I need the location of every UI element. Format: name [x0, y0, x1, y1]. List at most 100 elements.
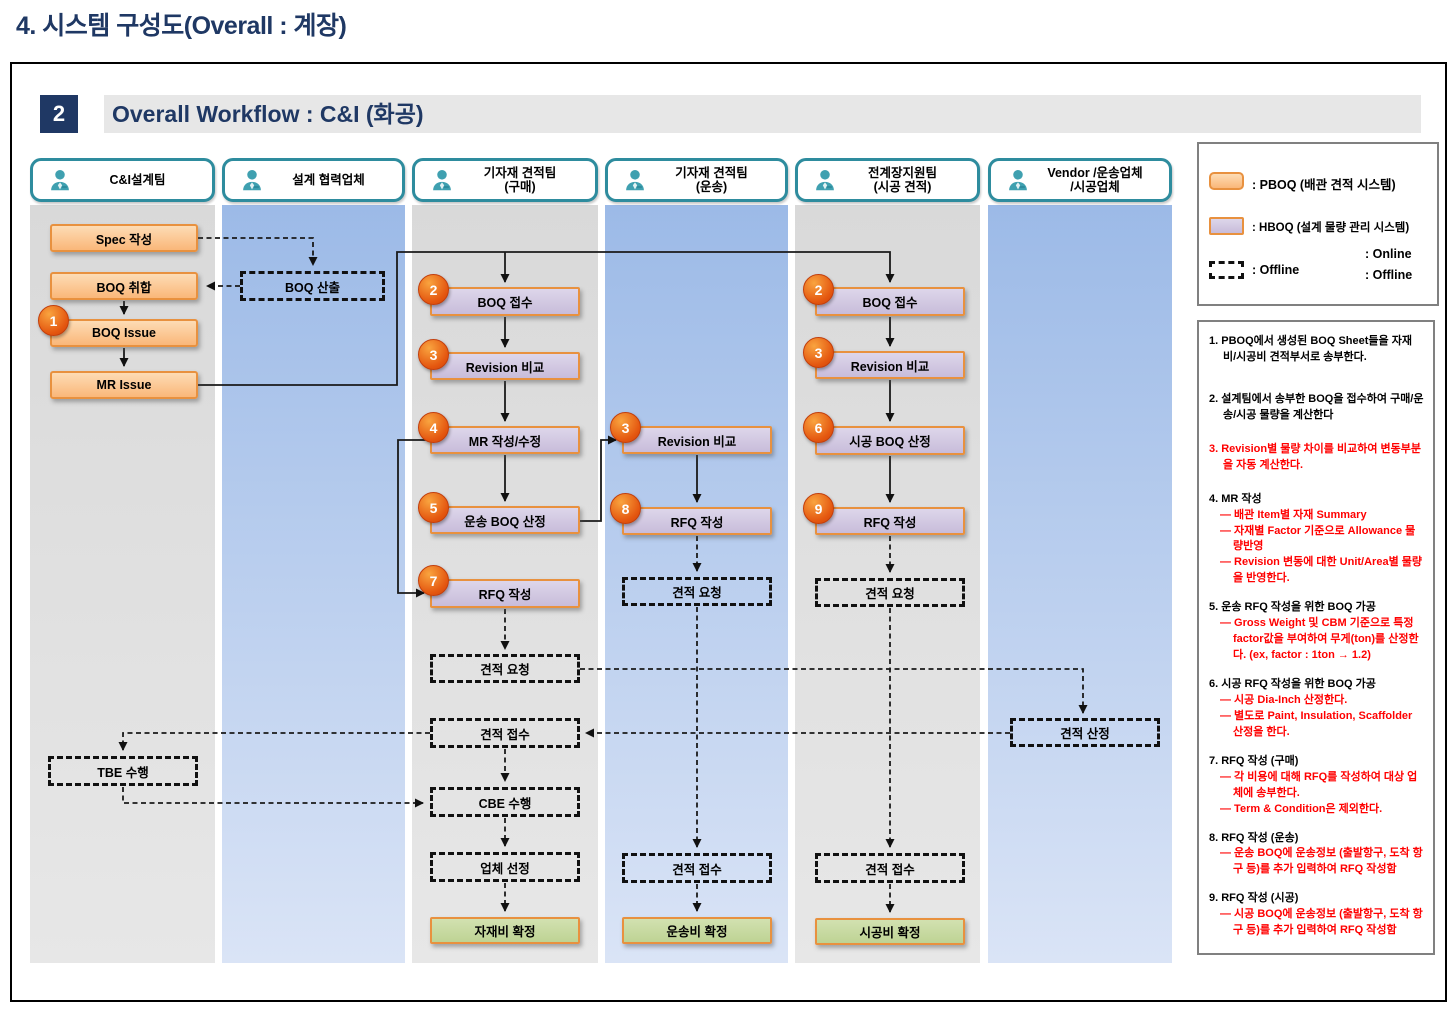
flow-box-p-quote-receive: 견적 접수 — [430, 718, 580, 748]
lane-header-ci-design: C&I설계팀 — [30, 158, 215, 202]
legend-hboq-label: : HBOQ (설계 물량 관리 시스템) — [1252, 222, 1410, 234]
flow-box-boq-calc: BOQ 산출 — [240, 271, 385, 301]
note-head: 6. 시공 RFQ 작성을 위한 BOQ 가공 — [1209, 678, 1376, 690]
step-badge-3b: 3 — [610, 412, 641, 443]
lane-header-shipping: 기자재 견적팀 (운송) — [605, 158, 788, 202]
flow-box-construction-cost-confirm: 시공비 확정 — [815, 918, 965, 945]
legend-pboq-swatch — [1209, 172, 1244, 190]
step-badge-2: 2 — [418, 274, 449, 305]
legend-offline-arrow-label: : Offline — [1365, 268, 1413, 282]
note-head: 4. MR 작성 — [1209, 492, 1262, 505]
lane-label: 설계 협력업체 — [292, 172, 365, 187]
note-bullet: — Term & Condition은 제외한다. — [1220, 802, 1383, 815]
step-badge-7: 7 — [418, 565, 449, 596]
step-badge-9: 9 — [803, 493, 834, 524]
note-head: 2. 설계팀에서 송부한 BOQ을 접수하여 구매/운송/시공 물량을 계산한다 — [1209, 392, 1424, 421]
lane-header-design-partner: 설계 협력업체 — [222, 158, 405, 202]
note-item: 1. PBOQ에서 생성된 BOQ Sheet들을 자재비/시공비 견적부서로 … — [1209, 334, 1425, 366]
flow-box-boq-issue: BOQ Issue — [50, 319, 198, 347]
note-bullet: — 운송 BOQ에 운송정보 (출발항구, 도착 항구 등)를 추가 입력하여 … — [1220, 847, 1423, 876]
flow-box-s-revision-compare: Revision 비교 — [622, 426, 772, 454]
person-icon — [243, 170, 261, 191]
lane-column-design-partner — [222, 205, 405, 963]
note-item: 6. 시공 RFQ 작성을 위한 BOQ 가공 — 시공 Dia-Inch 산정… — [1209, 677, 1425, 741]
flow-box-cbe: CBE 수행 — [430, 787, 580, 817]
note-item: 9. RFQ 작성 (시공) — 시공 BOQ에 운송정보 (출발항구, 도착 … — [1209, 891, 1425, 939]
flow-box-spec-create: Spec 작성 — [50, 224, 198, 252]
section-number-badge: 2 — [40, 95, 78, 133]
note-head: 7. RFQ 작성 (구매) — [1209, 754, 1299, 767]
section-header-strip — [104, 95, 1421, 133]
flow-box-c-boq-receive: BOQ 접수 — [815, 287, 965, 316]
step-badge-3: 3 — [418, 339, 449, 370]
note-item: 8. RFQ 작성 (운송) — 운송 BOQ에 운송정보 (출발항구, 도착 … — [1209, 831, 1425, 879]
step-badge-4: 4 — [418, 412, 449, 443]
flow-box-p-revision-compare: Revision 비교 — [430, 352, 580, 380]
note-item: 4. MR 작성 — 배관 Item별 자재 Summary — 자재별 Fac… — [1209, 492, 1425, 588]
legend-offline-box-swatch — [1209, 261, 1244, 279]
note-bullet: — 시공 Dia-Inch 산정한다. — [1220, 693, 1348, 706]
note-bullet: — 각 비용에 대해 RFQ를 작성하여 대상 업체에 송부한다. — [1220, 770, 1418, 799]
flow-box-boq-collect: BOQ 취합 — [50, 272, 198, 300]
person-icon — [816, 170, 834, 191]
step-badge-8: 8 — [610, 493, 641, 524]
lane-label: Vendor /운송업체 /시공업체 — [1047, 165, 1143, 194]
lane-header-procurement: 기자재 견적팀 (구매) — [412, 158, 598, 202]
step-badge-6: 6 — [803, 412, 834, 443]
flow-box-c-rfq: RFQ 작성 — [815, 507, 965, 535]
flow-box-tbe: TBE 수행 — [48, 756, 198, 786]
flow-box-vendor-select: 업체 선정 — [430, 852, 580, 882]
note-head: 1. PBOQ에서 생성된 BOQ Sheet들을 자재비/시공비 견적부서로 … — [1209, 335, 1412, 363]
flow-box-material-cost-confirm: 자재비 확정 — [430, 917, 580, 944]
flow-box-p-boq-receive: BOQ 접수 — [430, 287, 580, 316]
legend-hboq-swatch — [1209, 217, 1244, 235]
flow-box-c-quote-receive: 견적 접수 — [815, 853, 965, 883]
lane-label: 기자재 견적팀 (구매) — [483, 165, 557, 194]
person-icon — [626, 170, 644, 191]
flow-box-c-revision-compare: Revision 비교 — [815, 351, 965, 379]
note-bullet: — 별도로 Paint, Insulation, Scaffolder 산정을 … — [1220, 709, 1413, 738]
note-bullet: — 시공 BOQ에 운송정보 (출발항구, 도착 항구 등)를 추가 입력하여 … — [1220, 908, 1423, 937]
flow-box-s-rfq: RFQ 작성 — [622, 507, 772, 535]
step-badge-3c: 3 — [803, 337, 834, 368]
lane-label: 기자재 견적팀 (운송) — [675, 165, 748, 194]
legend-pboq-label: : PBOQ (배관 견적 시스템) — [1252, 178, 1396, 192]
note-item: 3. Revision별 물량 차이를 비교하여 변동부분을 자동 계산한다. — [1209, 442, 1425, 474]
legend-panel: : PBOQ (배관 견적 시스템) : HBOQ (설계 물량 관리 시스템)… — [1197, 142, 1439, 306]
flow-box-c-quote-request: 견적 요청 — [815, 578, 965, 607]
lane-header-construction: 전계장지원팀 (시공 견적) — [795, 158, 980, 202]
note-head: 3. Revision별 물량 차이를 비교하여 변동부분을 자동 계산한다. — [1209, 442, 1421, 471]
page-title: 4. 시스템 구성도(Overall : 계장) — [16, 12, 347, 40]
step-badge-1: 1 — [38, 305, 69, 336]
legend-offline-box-label: : Offline — [1252, 263, 1300, 277]
note-head: 8. RFQ 작성 (운송) — [1209, 831, 1299, 844]
person-icon — [433, 170, 451, 191]
note-head: 9. RFQ 작성 (시공) — [1209, 892, 1299, 905]
lane-column-vendor — [988, 205, 1172, 963]
person-icon — [51, 170, 69, 191]
lane-header-vendor: Vendor /운송업체 /시공업체 — [988, 158, 1172, 202]
flow-box-p-rfq: RFQ 작성 — [430, 579, 580, 608]
lane-label: C&I설계팀 — [109, 172, 166, 187]
flow-box-shipping-cost-confirm: 운송비 확정 — [622, 917, 772, 944]
flow-box-s-quote-receive: 견적 접수 — [622, 853, 772, 883]
note-bullet: — 배관 Item별 자재 Summary — [1220, 508, 1367, 521]
note-item: 5. 운송 RFQ 작성을 위한 BOQ 가공 — Gross Weight 및… — [1209, 600, 1425, 664]
note-item: 7. RFQ 작성 (구매) — 각 비용에 대해 RFQ를 작성하여 대상 업… — [1209, 754, 1425, 818]
notes-panel: 1. PBOQ에서 생성된 BOQ Sheet들을 자재비/시공비 견적부서로 … — [1197, 320, 1435, 955]
note-head: 5. 운송 RFQ 작성을 위한 BOQ 가공 — [1209, 601, 1376, 614]
note-bullet: — 자재별 Factor 기준으로 Allowance 물량반영 — [1220, 524, 1416, 553]
step-badge-5: 5 — [418, 492, 449, 523]
person-icon — [1009, 170, 1027, 191]
flow-box-construction-boq: 시공 BOQ 산정 — [815, 426, 965, 455]
note-item: 2. 설계팀에서 송부한 BOQ을 접수하여 구매/운송/시공 물량을 계산한다 — [1209, 392, 1425, 424]
note-bullet: — Gross Weight 및 CBM 기준으로 특정 factor값을 부여… — [1220, 617, 1419, 662]
flow-box-mr-issue: MR Issue — [50, 371, 198, 399]
note-bullet: — Revision 변동에 대한 Unit/Area별 물량을 반영한다. — [1220, 556, 1422, 585]
flow-box-p-mr-edit: MR 작성/수정 — [430, 426, 580, 454]
step-badge-2b: 2 — [803, 274, 834, 305]
section-title: Overall Workflow : C&I (화공) — [112, 101, 424, 127]
legend-online-arrow-label: : Online — [1365, 247, 1412, 261]
flow-box-p-shipping-boq: 운송 BOQ 산정 — [430, 506, 580, 534]
